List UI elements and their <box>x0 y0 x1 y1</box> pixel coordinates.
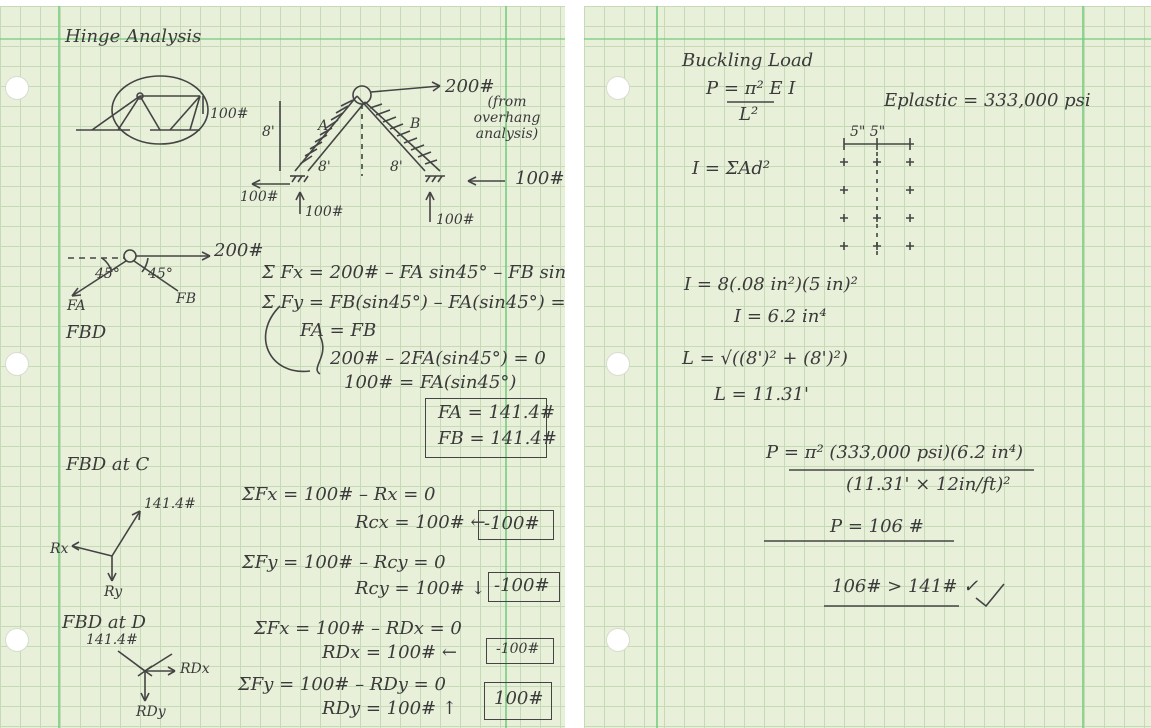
binder-hole <box>5 352 29 376</box>
page-title: Buckling Load <box>682 50 814 71</box>
top-rule-line <box>0 38 565 40</box>
c-equation-4: Rcy = 100# ↓ <box>355 578 486 599</box>
d-equation-3: ΣFy = 100# – RDy = 0 <box>238 674 446 695</box>
member-b-label: B <box>410 116 421 132</box>
p-den: (11.31' × 12in/ft)² <box>846 474 1011 495</box>
c-rx-label: Rx <box>50 541 69 557</box>
span-b-label: 8' <box>390 159 403 175</box>
member-a-label: A <box>318 118 329 134</box>
margin-line <box>58 6 60 728</box>
d-equation-2: RDx = 100# ← <box>322 642 457 663</box>
l-formula: L = √((8')² + (8')²) <box>682 348 848 369</box>
angle-left: 45° <box>95 266 120 282</box>
l-result: L = 11.31' <box>714 384 809 405</box>
fbd-force-label: 200# <box>214 240 264 261</box>
right-notebook-page: Buckling Load P = π² E I L² Eplastic = 3… <box>584 6 1151 728</box>
margin-line-right <box>1082 6 1084 728</box>
circle-arrow <box>264 305 311 373</box>
reaction-h-left: 100# <box>240 189 279 205</box>
c-box-1 <box>478 510 554 540</box>
load-top-label: 200# <box>445 76 495 97</box>
d-rdx-label: RDx <box>180 661 210 677</box>
fbd-c-sketch <box>71 510 141 582</box>
bolt-pattern-and-lines <box>727 101 1034 608</box>
check-mark-icon <box>975 583 1005 608</box>
d-equation-4: RDy = 100# ↑ <box>322 698 457 719</box>
comparison: 106# > 141# ✓ <box>832 576 979 597</box>
binder-hole <box>5 76 29 100</box>
result-fa: FA = 141.4# <box>438 402 556 423</box>
equation-100: 100# = FA(sin45°) <box>344 372 517 393</box>
c-box-2 <box>488 572 560 602</box>
d-rdy-label: RDy <box>136 704 166 720</box>
margin-line-right <box>505 6 507 728</box>
equation-substitution: 200# – 2FA(sin45°) = 0 <box>330 348 546 369</box>
d-force-label: 141.4# <box>86 632 138 648</box>
fbd-label: FBD <box>66 322 107 343</box>
binder-hole <box>5 628 29 652</box>
reaction-v-right: 100# <box>436 212 475 228</box>
e-plastic: Eplastic = 333,000 psi <box>884 90 1091 111</box>
main-truss <box>251 81 505 222</box>
binder-hole <box>606 628 630 652</box>
c-box-2-value: -100# <box>494 575 550 596</box>
result-fb: FB = 141.4# <box>438 428 557 449</box>
c-equation-1: ΣFx = 100# – Rx = 0 <box>242 484 436 505</box>
i-calculation: I = 8(.08 in²)(5 in)² <box>684 274 858 295</box>
d-box-1 <box>486 638 554 664</box>
c-equation-3: ΣFy = 100# – Rcy = 0 <box>242 552 446 573</box>
binder-hole <box>606 352 630 376</box>
angle-right: 45° <box>148 266 173 282</box>
fbd-d-title: FBD at D <box>62 612 146 633</box>
equation-fy: Σ Fy = FB(sin45°) – FA(sin45°) = 0 <box>262 292 565 313</box>
bolt-pattern <box>840 158 914 250</box>
page-title: Hinge Analysis <box>65 26 202 47</box>
fbd-d-sketch <box>117 650 176 702</box>
d-box-1-value: -100# <box>496 641 540 657</box>
p-denominator: L² <box>739 104 759 125</box>
equation-fa-eq-fb: FA = FB <box>300 320 377 341</box>
fbd-joint <box>68 249 211 297</box>
top-rule-line <box>584 38 1151 40</box>
c-force-label: 141.4# <box>144 496 196 512</box>
truss-sketches <box>68 75 505 702</box>
c-box-1-value: -100# <box>484 513 540 534</box>
p-result: P = 106 # <box>830 516 924 537</box>
i-formula: I = ΣAd² <box>692 158 771 179</box>
fb-label: FB <box>176 291 197 307</box>
small-truss-sketch <box>76 75 209 145</box>
d-box-2-value: 100# <box>494 688 544 709</box>
small-load-label: 100# <box>210 106 249 122</box>
height-label: 8' <box>262 124 275 140</box>
left-notebook-page: Hinge Analysis 200# (from overhang analy… <box>0 6 565 728</box>
span-a-label: 8' <box>318 159 331 175</box>
margin-line <box>656 6 658 728</box>
d-equation-1: ΣFx = 100# – RDx = 0 <box>254 618 462 639</box>
fbd-c-title: FBD at C <box>66 454 150 475</box>
binder-hole <box>606 76 630 100</box>
source-note: (from overhang analysis) <box>473 94 541 142</box>
i-result: I = 6.2 in⁴ <box>734 306 827 327</box>
fa-label: FA <box>67 298 86 314</box>
result-box <box>425 398 547 458</box>
c-equation-2: Rcx = 100# ← <box>355 512 486 533</box>
d-box-2 <box>484 682 552 720</box>
bolt-spacing: 5" 5" <box>850 124 886 140</box>
p-numerator: P = π² (333,000 psi)(6.2 in⁴) <box>766 442 1024 463</box>
c-ry-label: Ry <box>104 584 123 600</box>
p-formula: P = π² E I <box>706 78 796 99</box>
reaction-v-left: 100# <box>305 204 344 220</box>
side-load-label: 100# <box>515 168 565 189</box>
equation-fx: Σ Fx = 200# – FA sin45° – FB sin45° = 0 <box>262 262 565 283</box>
